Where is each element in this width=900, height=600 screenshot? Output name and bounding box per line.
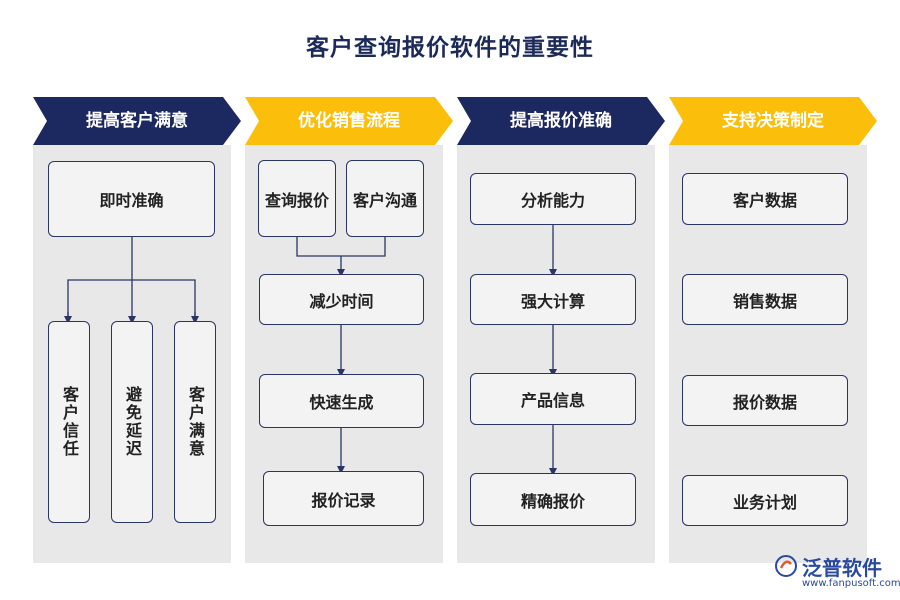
- box-avoid-delay: 避免延迟: [111, 321, 153, 523]
- column-header-label: 提高客户满意: [86, 111, 188, 131]
- box-customer-satisfaction: 客户满意: [174, 321, 216, 523]
- box-fast-generation: 快速生成: [259, 374, 424, 428]
- box-reduce-time: 减少时间: [259, 274, 424, 325]
- chevron-arrow-shape: [669, 97, 877, 145]
- column-header-2: 优化销售流程: [245, 97, 453, 145]
- chevron-arrow-shape: [245, 97, 453, 145]
- box-precise-quote: 精确报价: [470, 473, 636, 526]
- column-header-label: 支持决策制定: [722, 111, 824, 131]
- chevron-arrow-shape: [457, 97, 665, 145]
- fanpu-logo-icon: [775, 555, 797, 577]
- box-analysis-ability: 分析能力: [470, 173, 636, 225]
- box-product-info: 产品信息: [470, 373, 636, 425]
- box-customer-data: 客户数据: [682, 173, 848, 225]
- box-query-quote: 查询报价: [258, 160, 336, 237]
- box-sales-data: 销售数据: [682, 274, 848, 325]
- box-customer-trust: 客户信任: [48, 321, 90, 523]
- logo-url: www.fanpusoft.com: [802, 578, 900, 589]
- box-strong-calculation: 强大计算: [470, 274, 636, 325]
- logo-name: 泛普软件: [802, 556, 882, 580]
- diagram-title: 客户查询报价软件的重要性: [306, 35, 594, 61]
- box-customer-communication: 客户沟通: [346, 160, 424, 237]
- column-header-3: 提高报价准确: [457, 97, 665, 145]
- brand-logo: 泛普软件 www.fanpusoft.com: [774, 552, 900, 598]
- box-instant-accurate: 即时准确: [48, 161, 215, 237]
- box-quote-records: 报价记录: [263, 471, 424, 526]
- column-header-1: 提高客户满意: [33, 97, 241, 145]
- column-header-label: 优化销售流程: [298, 111, 400, 131]
- chevron-arrow-shape: [33, 97, 241, 145]
- box-quote-data: 报价数据: [682, 375, 848, 426]
- box-business-plan: 业务计划: [682, 475, 848, 526]
- column-header-label: 提高报价准确: [510, 111, 612, 131]
- column-header-4: 支持决策制定: [669, 97, 877, 145]
